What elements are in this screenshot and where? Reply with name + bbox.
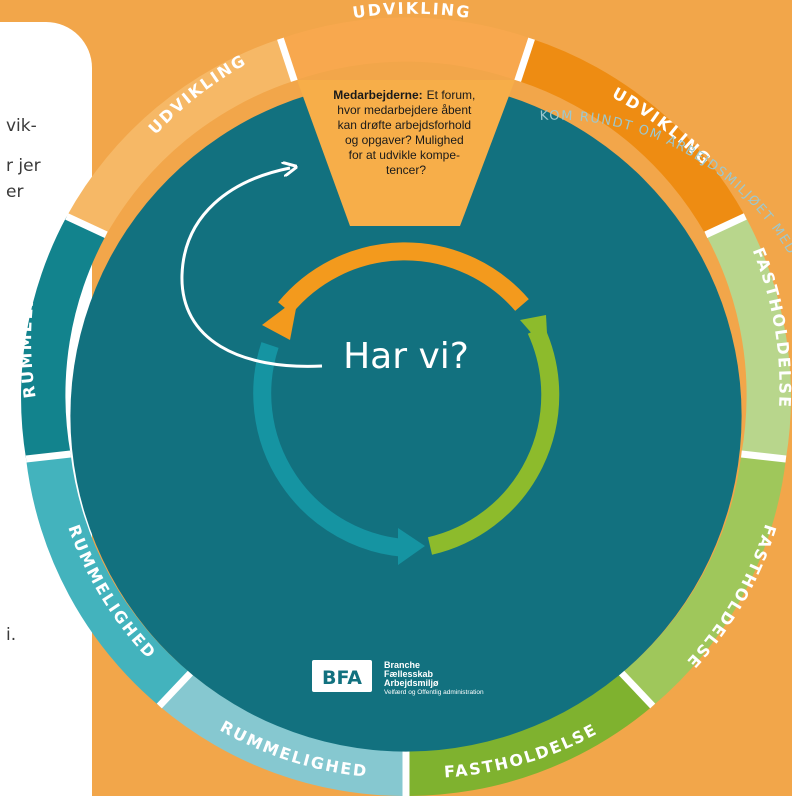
info-box-text: Medarbejderne: Et forum, hvor medarbejder… [333, 88, 478, 177]
bfa-logo-mark: BFA [322, 667, 362, 689]
cycle-arrows [253, 242, 560, 557]
outer-ring [21, 17, 791, 796]
center-label: Har vi? [343, 336, 469, 377]
ring-segment-fastholdelse-bottom [406, 673, 653, 796]
card-text-fragment: r jer [6, 156, 41, 176]
cycle-arrow-orange [278, 242, 529, 314]
info-box-line: hvor medarbejdere åbent [337, 103, 472, 117]
info-box-background [297, 80, 515, 226]
ring-segment-fastholdelse-mid [621, 454, 786, 706]
info-box-line: kan drøfte arbejdsforhold [338, 118, 471, 132]
ring-dividers [25, 37, 787, 796]
bfa-logo: BFA Branche Fællesskab Arbejdsmiljø Velf… [312, 660, 484, 696]
bfa-logo-line: Fællesskab [384, 669, 434, 679]
ring-label-udvikling-top: UDVIKLING [351, 0, 472, 22]
card-text-fragment: er [6, 182, 24, 202]
cycle-arrow-green [427, 326, 560, 555]
info-box-line: og opgaver? Mulighed [345, 133, 464, 147]
ring-segment-udvikling-top [280, 17, 532, 81]
info-box-bold: Medarbejderne: [333, 88, 422, 102]
ring-segment-udvikling-right [517, 38, 746, 235]
card-text-fragment: i. [6, 625, 17, 645]
ring-segment-rummelighed-bottom [159, 673, 406, 796]
info-box-line: Et forum, [427, 88, 476, 102]
info-box-line: tencer? [386, 163, 426, 177]
wheel-center-disc [70, 80, 742, 752]
bfa-logo-line: Arbejdsmiljø [384, 678, 439, 688]
ring-segment-rummelighed-mid [26, 454, 191, 706]
bfa-logo-mark-box [312, 660, 372, 692]
bfa-logo-line: Branche [384, 660, 420, 670]
cycle-arrowhead-orange [262, 298, 298, 340]
bfa-logo-line: Velfærd og Offentlig administration [384, 689, 484, 696]
ring-segment-udvikling-left [66, 38, 295, 235]
info-box-line: for at udvikle kompe- [349, 148, 460, 162]
card-text-fragment: vik- [6, 116, 37, 136]
cycle-arrowhead-green [520, 315, 548, 352]
cycle-arrowhead-teal [398, 528, 425, 565]
cycle-arrow-teal [253, 342, 406, 557]
ring-segment-rummelighed-top [21, 216, 107, 459]
ring-segment-fastholdelse-top [705, 216, 791, 459]
connector-arrow [180, 168, 323, 368]
